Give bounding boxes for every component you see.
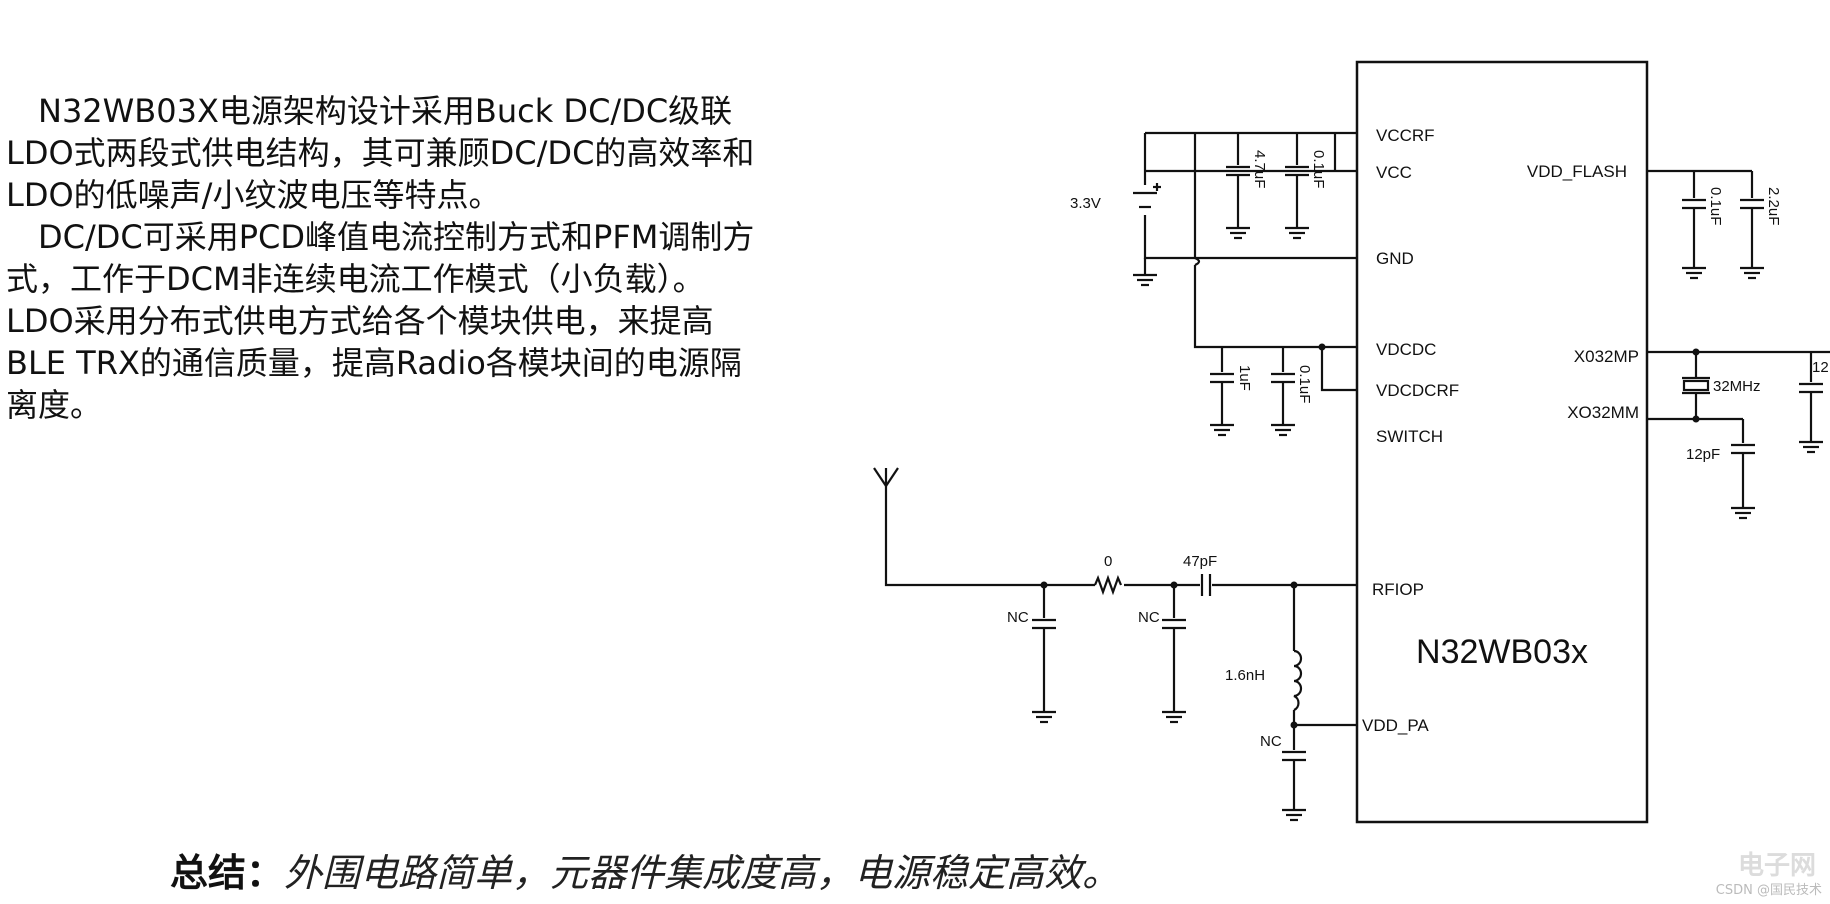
cap-0-1uf-vdcdc [1271, 372, 1295, 425]
cap-4-7uf [1226, 165, 1250, 228]
watermark-text: CSDN @国民技术 [1715, 883, 1822, 898]
cap-nc-1 [1032, 618, 1056, 712]
ground-symbols [1032, 226, 1823, 822]
junction-vdcdc [1318, 343, 1326, 351]
cap-2-2uf [1740, 198, 1764, 268]
cap-4-7uf-label: 4.7uF [1251, 150, 1268, 188]
cap-0-1uf-flash-label: 0.1uF [1707, 187, 1724, 225]
junction-vdd-pa [1290, 721, 1298, 729]
flash-wiring [1647, 169, 1754, 198]
cap-nc-2-label: NC [1138, 609, 1160, 626]
description-paragraph-2: DC/DC可采用PCD峰值电流控制方式和PFM调制方式，工作于DCM非连续电流工… [6, 218, 755, 424]
cap-0-1uf-vcc [1285, 165, 1309, 228]
pin-vdd-pa: VDD_PA [1362, 716, 1429, 735]
junction-crystal-top [1692, 348, 1700, 356]
cap-0-1uf-vdcdc-label: 0.1uF [1296, 365, 1313, 403]
rf-wiring [884, 480, 1357, 750]
pin-vcc: VCC [1376, 163, 1412, 182]
cap-1uf-label: 1uF [1236, 365, 1253, 391]
junction-rf-3 [1290, 581, 1298, 589]
resistor-0 [1093, 574, 1123, 596]
cap-12pf-bottom [1731, 443, 1755, 508]
junction-rf-1 [1040, 581, 1048, 589]
summary-text: 外围电路简单，元器件集成度高，电源稳定高效。 [284, 851, 1121, 895]
pin-vdcdcrf: VDCDCRF [1376, 381, 1459, 400]
pin-vdd-flash: VDD_FLASH [1527, 162, 1627, 181]
cap-12pf-bottom-label: 12pF [1686, 446, 1720, 463]
pin-vccrf: VCCRF [1376, 126, 1435, 145]
pin-gnd: GND [1376, 249, 1414, 268]
resistor-0-label: 0 [1104, 553, 1112, 570]
supply-voltage-label: 3.3V [1070, 195, 1101, 212]
summary: 总结：外围电路简单，元器件集成度高，电源稳定高效。 [170, 842, 1120, 897]
crystal-wiring [1647, 350, 1830, 443]
cap-12pf-top [1799, 382, 1823, 442]
cap-47pf-label: 47pF [1183, 553, 1217, 570]
cap-47pf [1200, 574, 1212, 596]
crystal-symbol [1682, 376, 1710, 395]
pin-rfiop: RFIOP [1372, 580, 1424, 599]
watermark-logo: 电子网 [1737, 851, 1816, 881]
cap-nc-1-label: NC [1007, 609, 1029, 626]
junction-rf-2 [1170, 581, 1178, 589]
description-paragraph-1: N32WB03X电源架构设计采用Buck DC/DC级联LDO式两段式供电结构，… [6, 92, 755, 214]
inductor-1-6nh [1293, 649, 1303, 712]
cap-0-1uf-flash [1682, 198, 1706, 268]
junction-crystal-bottom [1692, 415, 1700, 423]
chip-body [1355, 60, 1649, 824]
battery-symbol [1133, 183, 1161, 209]
antenna-symbol [873, 467, 899, 487]
cap-1uf [1210, 372, 1234, 425]
cap-nc-3-label: NC [1260, 733, 1282, 750]
crystal-label: 32MHz [1713, 378, 1761, 395]
chip-name: N32WB03x [1416, 633, 1588, 671]
pin-x032mp: X032MP [1574, 347, 1639, 366]
cap-nc-3 [1282, 750, 1306, 810]
ground-crossover [1194, 256, 1201, 267]
cap-0-1uf-vcc-label: 0.1uF [1310, 150, 1327, 188]
cap-2-2uf-label: 2.2uF [1765, 187, 1782, 225]
inductor-label: 1.6nH [1225, 667, 1265, 684]
pin-xo32mm: XO32MM [1567, 403, 1639, 422]
cap-nc-2 [1162, 618, 1186, 712]
pin-vdcdc: VDCDC [1376, 340, 1436, 359]
cap-12pf-top-label: 12 [1812, 359, 1829, 376]
pin-switch: SWITCH [1376, 427, 1443, 446]
summary-label: 总结： [170, 850, 285, 895]
supply-wiring [1143, 131, 1357, 392]
